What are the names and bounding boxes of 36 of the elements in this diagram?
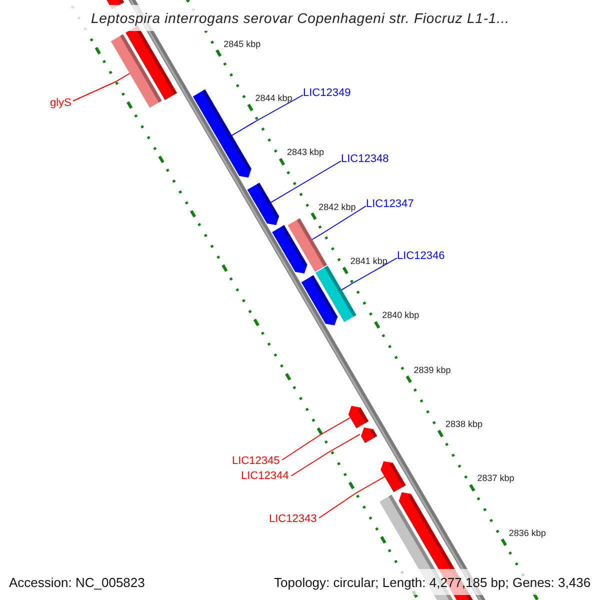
scale-label: 2845 kbp bbox=[224, 40, 261, 49]
gene-feature bbox=[247, 182, 280, 226]
gene-feature bbox=[348, 406, 368, 428]
leader-line bbox=[290, 434, 360, 476]
gene-feature bbox=[301, 275, 338, 326]
gene-feature bbox=[380, 461, 406, 492]
scale-label: 2837 kbp bbox=[477, 474, 514, 484]
gene-label: LIC12346 bbox=[397, 250, 445, 262]
scale-label: 2843 kbp bbox=[286, 148, 324, 158]
gene-label: glyS bbox=[50, 98, 72, 108]
leader-line bbox=[312, 206, 366, 240]
gene-label: LIC12349 bbox=[303, 88, 351, 98]
leader-line bbox=[318, 476, 386, 518]
scale-label: 2844 kbp bbox=[255, 94, 292, 103]
gene-label: LIC12343 bbox=[269, 514, 317, 524]
leader-line bbox=[72, 73, 130, 102]
gene-feature bbox=[361, 428, 378, 444]
gene-feature bbox=[272, 225, 308, 274]
gene-label: LIC12348 bbox=[341, 154, 389, 164]
map-title: Leptospira interrogans serovar Copenhageni str. Fiocruz L1-1... bbox=[91, 11, 510, 25]
leader-line bbox=[270, 160, 342, 203]
gene-feature bbox=[192, 89, 252, 178]
gene-label: LIC12344 bbox=[241, 470, 289, 482]
scale-label: 2840 kbp bbox=[382, 311, 420, 320]
leader-line bbox=[282, 417, 351, 460]
scale-label: 2841 kbp bbox=[350, 257, 388, 266]
genome-summary-text: Topology: circular; Length: 4,277,185 bp; Genes: 3,436 bbox=[274, 576, 591, 588]
leader-line bbox=[341, 258, 398, 290]
scale-label: 2842 kbp bbox=[318, 202, 356, 212]
gene-label: LIC12347 bbox=[366, 198, 414, 210]
accession-text: Accession: NC_005823 bbox=[9, 576, 145, 588]
scale-label: 2839 kbp bbox=[414, 366, 451, 375]
leader-line bbox=[231, 94, 304, 136]
scale-label: 2836 kbp bbox=[508, 528, 546, 538]
gene-label: LIC12345 bbox=[232, 456, 280, 466]
scale-label: 2838 kbp bbox=[445, 420, 483, 430]
